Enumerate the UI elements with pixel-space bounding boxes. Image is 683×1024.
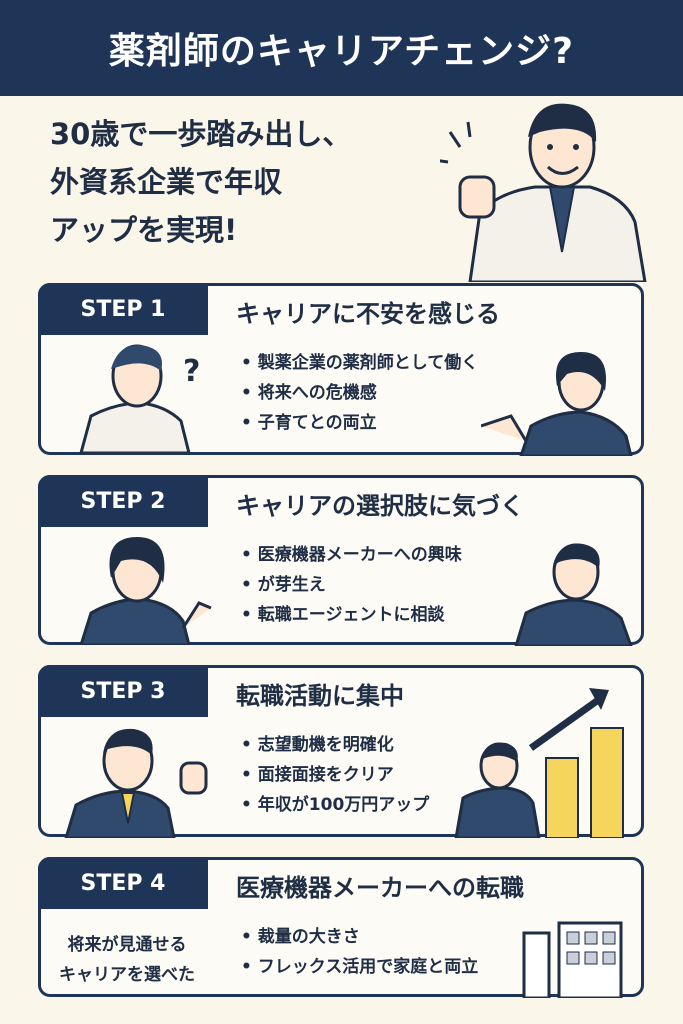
- subtitle-line-2: 外資系企業で年収: [50, 165, 283, 199]
- step-2-tag: STEP 2: [38, 475, 208, 527]
- subtitle-line-3: アップを実現!: [50, 213, 238, 247]
- list-item: フレックス活用で家庭と両立: [241, 952, 479, 982]
- list-item: 子育てとの両立: [241, 408, 478, 438]
- step-1-tag: STEP 1: [38, 283, 208, 335]
- page-title: 薬剤師のキャリアチェンジ?: [108, 31, 575, 72]
- list-item: が芽生え: [241, 570, 462, 600]
- step-4-title: 医療機器メーカーへの転職: [236, 874, 524, 902]
- building-icon: [522, 921, 623, 998]
- list-item: 医療機器メーカーへの興味: [241, 540, 462, 570]
- step-4-note: 将来が見通せる キャリアを選べた: [59, 935, 195, 985]
- step-1-list: 製薬企業の薬剤師として働く 将来への危機感 子育てとの両立: [241, 348, 479, 438]
- step-3-tag: STEP 3: [38, 665, 208, 717]
- woman-illustration: [79, 537, 212, 645]
- svg-text:?: ?: [183, 354, 200, 389]
- worried-man-illustration: ?: [79, 344, 200, 453]
- list-item: 志望動機を明確化: [241, 730, 429, 760]
- growth-chart-illustration: [454, 688, 624, 838]
- woman-illustration: [481, 352, 633, 456]
- list-item: 面接面接をクリア: [241, 760, 429, 790]
- cheering-man-illustration: [64, 728, 208, 838]
- list-item: 裁量の大きさ: [241, 922, 478, 952]
- step-2-title: キャリアの選択肢に気づく: [236, 492, 524, 520]
- step-2-list: 医療機器メーカーへの興味 が芽生え 転職エージェントに相談: [241, 540, 462, 630]
- step-3-title: 転職活動に集中: [236, 682, 404, 710]
- step-1-card: STEP 1 キャリアに不安を感じる 製薬企業の薬剤師として働く 将来への危機感…: [38, 283, 644, 456]
- businessman-illustration: [440, 103, 647, 282]
- step-4-card: STEP 4 医療機器メーカーへの転職 将来が見通せる キャリアを選べた 裁量の…: [38, 857, 644, 998]
- step-2-card: STEP 2 キャリアの選択肢に気づく 医療機器メーカーへの興味 が芽生え 転職…: [38, 475, 644, 646]
- step-4-list: 裁量の大きさ フレックス活用で家庭と両立: [241, 922, 479, 982]
- step-3-list: 志望動機を明確化 面接面接をクリア 年収が100万円アップ: [241, 730, 430, 820]
- list-item: 将来への危機感: [241, 378, 478, 408]
- step-3-card: STEP 3 転職活動に集中 志望動機を明確化 面接面接をクリア 年収が100万…: [38, 665, 644, 838]
- subtitle: 30歳で一歩踏み出し、 外資系企業で年収 アップを実現!: [50, 110, 351, 254]
- step-1-title: キャリアに不安を感じる: [236, 300, 500, 328]
- list-item: 製薬企業の薬剤師として働く: [241, 348, 479, 378]
- list-item: 転職エージェントに相談: [241, 600, 462, 630]
- step-4-tag: STEP 4: [38, 857, 208, 909]
- list-item: 年収が100万円アップ: [241, 790, 430, 820]
- businessman-illustration: [514, 543, 633, 646]
- subtitle-line-1: 30歳で一歩踏み出し、: [50, 117, 352, 151]
- header-banner: 薬剤師のキャリアチェンジ?: [0, 0, 683, 96]
